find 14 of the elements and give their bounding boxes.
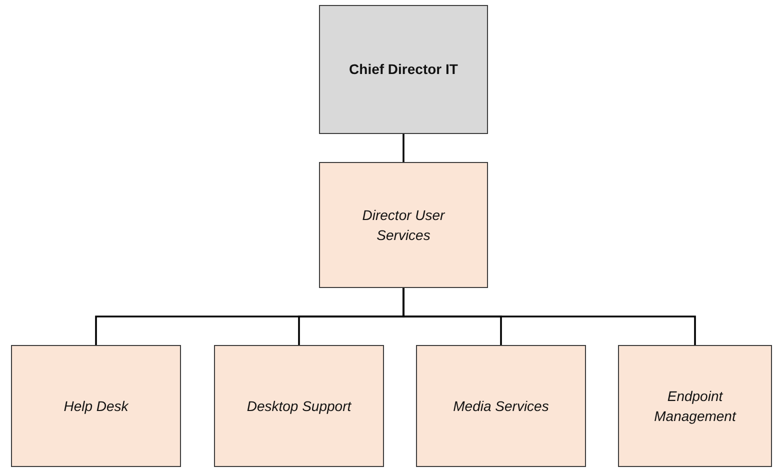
node-label: Director User Services — [361, 206, 446, 245]
node-label: Endpoint Management — [653, 386, 738, 426]
department-box — [11, 345, 181, 467]
connector-line — [402, 134, 404, 162]
department-box — [618, 345, 772, 467]
node-label: Chief Director IT — [349, 60, 458, 80]
executive-box — [319, 5, 488, 134]
node-label: Help Desk — [64, 396, 128, 416]
department-box — [319, 162, 488, 288]
connector-line — [402, 288, 696, 345]
department-box — [214, 345, 384, 467]
department-box — [416, 345, 586, 467]
node-label: Desktop Support — [246, 396, 352, 416]
node-label: Media Services — [453, 396, 549, 416]
